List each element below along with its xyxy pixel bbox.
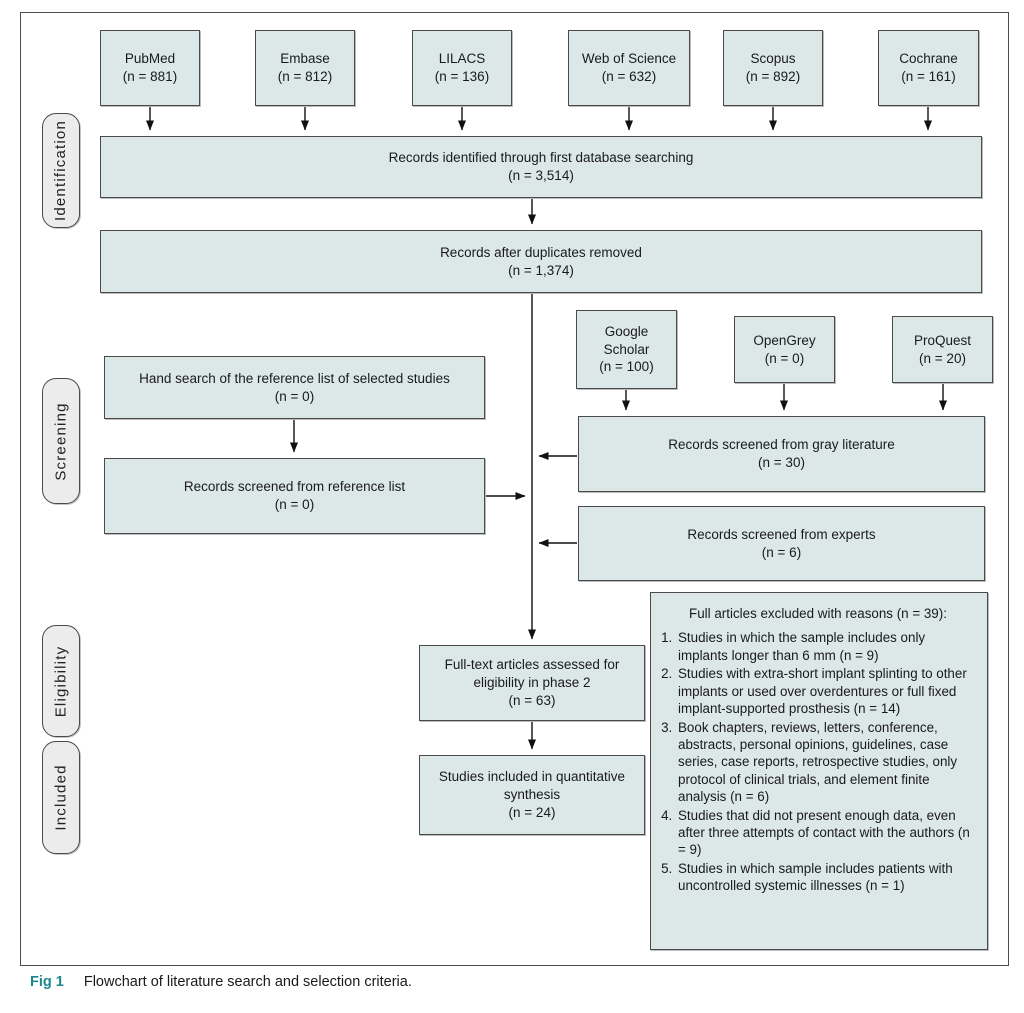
flow-count: (n = 63): [508, 692, 556, 708]
exclusion-item: Studies in which sample includes patient…: [676, 860, 977, 895]
stage-pill-identification: Identification: [42, 113, 80, 228]
flow-text: Records screened from reference list: [183, 479, 406, 495]
gray-count: (n = 0): [764, 350, 805, 366]
stage-pill-screening: Screening: [42, 378, 80, 504]
gray-box-google-scholar: Google Scholar (n = 100): [576, 310, 677, 389]
flow-text: Records identified through first databas…: [388, 150, 694, 166]
flow-text: Records screened from gray literature: [668, 437, 895, 453]
stage-pill-eligibility: Eligibility: [42, 625, 80, 737]
flow-count: (n = 24): [508, 804, 556, 820]
stage-label: Included: [52, 764, 70, 831]
db-name: Scopus: [750, 51, 796, 67]
flow-box-duplicates-removed: Records after duplicates removed (n = 1,…: [100, 230, 982, 293]
db-box-web-of-science: Web of Science (n = 632): [568, 30, 690, 106]
db-name: Cochrane: [899, 51, 958, 67]
flow-box-reference-list: Records screened from reference list (n …: [104, 458, 485, 534]
flow-count: (n = 30): [758, 455, 805, 470]
stage-label: Screening: [52, 401, 70, 481]
exclusion-title: Full articles excluded with reasons (n =…: [689, 606, 947, 621]
stage-label: Identification: [52, 119, 70, 222]
exclusion-reasons-box: Full articles excluded with reasons (n =…: [650, 592, 988, 950]
exclusion-item: Book chapters, reviews, letters, confere…: [676, 719, 977, 806]
flow-text: Studies included in quantitative synthes…: [438, 769, 626, 803]
gray-count: (n = 20): [919, 350, 966, 366]
flow-text: Hand search of the reference list of sel…: [139, 370, 450, 386]
gray-count: (n = 100): [599, 359, 654, 375]
db-box-embase: Embase (n = 812): [255, 30, 355, 106]
db-count: (n = 136): [434, 69, 490, 84]
gray-name: Google Scholar: [603, 323, 650, 357]
flow-count: (n = 0): [274, 497, 315, 512]
flow-box-records-identified: Records identified through first databas…: [100, 136, 982, 198]
flow-count: (n = 1,374): [508, 262, 574, 278]
db-count: (n = 632): [601, 69, 657, 84]
flow-box-gray-literature: Records screened from gray literature (n…: [578, 416, 985, 492]
caption-text: Flowchart of literature search and selec…: [83, 974, 412, 990]
caption-fig-number: Fig 1: [30, 974, 64, 990]
db-count: (n = 881): [122, 69, 178, 84]
db-box-lilacs: LILACS (n = 136): [412, 30, 512, 106]
figure-caption: Fig 1 Flowchart of literature search and…: [30, 974, 412, 990]
stage-label: Eligibility: [52, 645, 70, 717]
flow-box-experts: Records screened from experts (n = 6): [578, 506, 985, 581]
db-name: LILACS: [438, 51, 486, 67]
db-name: Embase: [280, 51, 330, 67]
db-count: (n = 161): [901, 69, 956, 84]
flow-box-fulltext-assessed: Full-text articles assessed for eligibil…: [419, 645, 645, 721]
exclusion-list: Studies in which the sample includes onl…: [659, 629, 977, 894]
db-box-cochrane: Cochrane (n = 161): [878, 30, 979, 106]
flow-count: (n = 3,514): [508, 168, 574, 183]
db-count: (n = 812): [277, 69, 333, 84]
gray-name: ProQuest: [913, 332, 972, 348]
db-name: PubMed: [124, 51, 176, 67]
db-box-pubmed: PubMed (n = 881): [100, 30, 200, 106]
flow-text: Records after duplicates removed: [440, 244, 642, 260]
exclusion-item: Studies with extra-short implant splinti…: [676, 665, 977, 717]
flow-box-studies-included: Studies included in quantitative synthes…: [419, 755, 645, 835]
flow-count: (n = 6): [761, 544, 802, 560]
flow-count: (n = 0): [274, 388, 315, 404]
gray-box-proquest: ProQuest (n = 20): [892, 316, 993, 383]
exclusion-item: Studies that did not present enough data…: [676, 807, 977, 859]
db-count: (n = 892): [745, 69, 801, 84]
stage-pill-included: Included: [42, 741, 80, 854]
flow-text: Full-text articles assessed for eligibil…: [444, 657, 620, 691]
flow-box-hand-search: Hand search of the reference list of sel…: [104, 356, 485, 419]
gray-box-opengrey: OpenGrey (n = 0): [734, 316, 835, 383]
db-name: Web of Science: [581, 51, 677, 67]
db-box-scopus: Scopus (n = 892): [723, 30, 823, 106]
gray-name: OpenGrey: [753, 332, 816, 348]
exclusion-item: Studies in which the sample includes onl…: [676, 629, 977, 664]
flow-text: Records screened from experts: [687, 526, 876, 542]
